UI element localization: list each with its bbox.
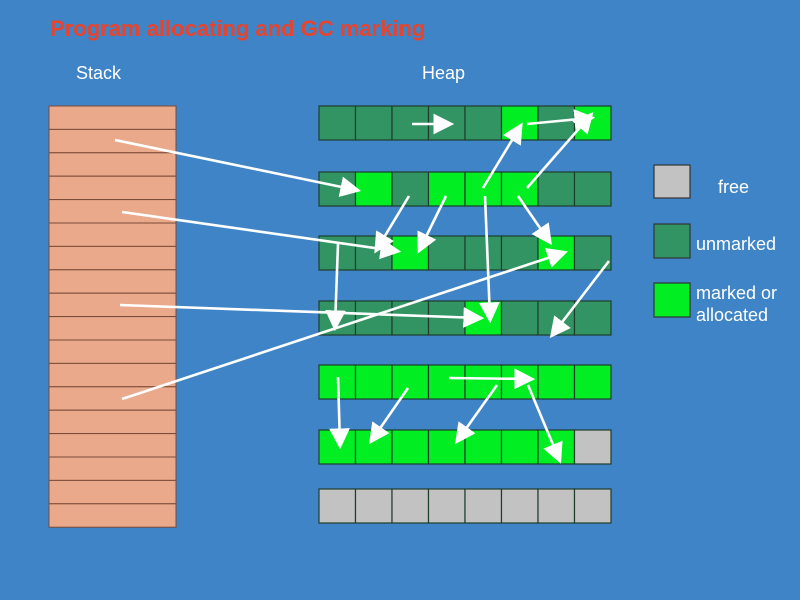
heap-cell-marked bbox=[464, 171, 503, 207]
pointer-arrow bbox=[119, 303, 485, 328]
pointer-arrow bbox=[417, 195, 448, 254]
stack-cell bbox=[48, 222, 177, 247]
legend-unmarked-label: unmarked bbox=[696, 234, 777, 254]
stack-label: Stack bbox=[76, 63, 122, 83]
heap-cell-marked bbox=[537, 429, 576, 465]
stack-cell bbox=[48, 433, 177, 458]
pointer-arrow bbox=[369, 387, 410, 445]
heap-cell-marked bbox=[391, 364, 430, 400]
diagram-title: Program allocating and GC marking bbox=[50, 16, 426, 41]
heap-cell-free bbox=[500, 488, 539, 524]
heap-cell-unmarked bbox=[573, 300, 612, 336]
pointer-arrow bbox=[114, 138, 362, 198]
stack-cell bbox=[48, 292, 177, 318]
heap-cell-unmarked bbox=[500, 300, 539, 336]
stack-cell bbox=[48, 245, 177, 271]
pointer-arrow bbox=[448, 368, 536, 390]
pointer-arrows bbox=[114, 109, 611, 464]
pointer-arrow bbox=[516, 195, 552, 246]
stack-cell bbox=[48, 152, 177, 177]
heap-cell-marked bbox=[537, 235, 576, 271]
legend bbox=[653, 164, 691, 318]
stack-cell bbox=[48, 362, 177, 388]
stack-cell bbox=[48, 479, 177, 505]
heap-cell-free bbox=[427, 488, 466, 524]
pointer-arrow bbox=[325, 243, 346, 332]
pointer-arrow bbox=[454, 384, 499, 445]
legend-free-label: free bbox=[718, 177, 750, 197]
heap-cell-marked bbox=[391, 429, 430, 465]
heap-cell-unmarked bbox=[464, 105, 503, 141]
heap-cell-free bbox=[573, 429, 612, 465]
stack-cell bbox=[48, 409, 177, 435]
heap-cell-free bbox=[318, 488, 357, 524]
heap-cell-marked bbox=[427, 429, 466, 465]
heap-cell-unmarked bbox=[573, 171, 612, 207]
heap-cell-unmarked bbox=[500, 235, 539, 271]
pointer-arrow bbox=[526, 384, 563, 464]
stack-cell bbox=[48, 339, 177, 364]
heap-cell-marked bbox=[500, 171, 539, 207]
stack-cell bbox=[48, 105, 177, 130]
heap-cell-free bbox=[391, 488, 430, 524]
heap-cell-marked bbox=[427, 171, 466, 207]
heap-cell-marked bbox=[354, 171, 393, 207]
stack-cell bbox=[48, 386, 177, 411]
heap-cell-free bbox=[464, 488, 503, 524]
heap-cell-unmarked bbox=[354, 105, 393, 141]
stack-cell bbox=[48, 269, 177, 294]
heap-cell-marked bbox=[318, 429, 357, 465]
stack-cell bbox=[48, 316, 177, 341]
heap-cell-marked bbox=[500, 429, 539, 465]
pointer-arrow bbox=[481, 122, 523, 189]
heap-cell-unmarked bbox=[354, 300, 393, 336]
stack-cell bbox=[48, 199, 177, 224]
heap-cell-unmarked bbox=[427, 235, 466, 271]
heap-cell-marked bbox=[573, 105, 612, 141]
heap-cell-unmarked bbox=[318, 105, 357, 141]
legend-unmarked-swatch bbox=[653, 223, 691, 259]
heap-cell-marked bbox=[354, 429, 393, 465]
heap-cell-unmarked bbox=[354, 235, 393, 271]
heap-cell-marked bbox=[573, 364, 612, 400]
legend-marked-swatch bbox=[653, 282, 691, 318]
stack-cell bbox=[48, 175, 177, 201]
heap-cell-marked bbox=[427, 364, 466, 400]
heap-cell-unmarked bbox=[318, 300, 357, 336]
heap-cell-marked bbox=[464, 429, 503, 465]
pointer-arrow bbox=[329, 376, 350, 450]
heap-cell-free bbox=[354, 488, 393, 524]
heap-cell-unmarked bbox=[391, 171, 430, 207]
heap-label: Heap bbox=[422, 63, 466, 83]
heap-cell-marked bbox=[464, 364, 503, 400]
heap-cell-free bbox=[537, 488, 576, 524]
stack-cell bbox=[48, 503, 177, 528]
heap-cell-marked bbox=[354, 364, 393, 400]
heap-cell-unmarked bbox=[464, 235, 503, 271]
heap-cell-unmarked bbox=[391, 300, 430, 336]
heap-cell-unmarked bbox=[537, 171, 576, 207]
legend-marked-label: marked or allocated bbox=[696, 283, 778, 325]
stack-cell bbox=[48, 456, 177, 481]
heap-cell-free bbox=[573, 488, 612, 524]
heap-cell-marked bbox=[537, 364, 576, 400]
pointer-arrow bbox=[374, 195, 411, 254]
pointer-arrow bbox=[549, 260, 611, 339]
pointer-arrow bbox=[526, 112, 594, 189]
legend-free-swatch bbox=[653, 164, 691, 199]
stack bbox=[48, 105, 177, 528]
pointer-arrow bbox=[478, 195, 500, 324]
pointer-arrow bbox=[121, 210, 402, 260]
